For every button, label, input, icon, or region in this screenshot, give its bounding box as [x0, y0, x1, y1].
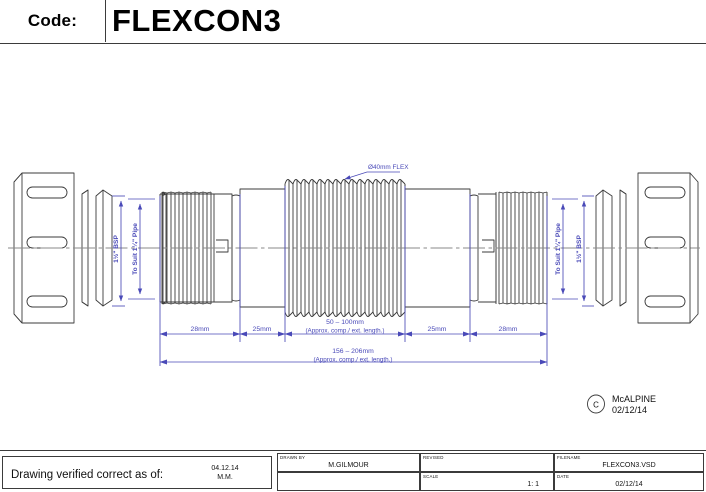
- date-label: DATE: [557, 474, 570, 479]
- dimension-overall: 156 – 206mm: [332, 348, 374, 355]
- dimension-overall-note: (Approx. comp./ ext. length.): [313, 357, 392, 364]
- verified-initials: M.M.: [217, 474, 233, 481]
- label-right-pipe: To Suit 1¼" Pipe: [554, 223, 562, 275]
- date-cell: DATE 02/12/14: [554, 472, 704, 491]
- dimension-annotations: [112, 171, 594, 366]
- dimension-left-nut: 28mm: [191, 326, 210, 333]
- technical-drawing-canvas: Ø40mm FLEX 28mm 25mm 50 – 100mm (Approx.…: [0, 44, 706, 448]
- verified-label: Drawing verified correct as of:: [11, 469, 164, 481]
- dimension-right-body: 25mm: [428, 326, 447, 333]
- title-block: Drawing verified correct as of: 04.12.14…: [0, 450, 706, 492]
- right-washer: [619, 189, 627, 307]
- verified-cell: Drawing verified correct as of: 04.12.14…: [2, 456, 272, 489]
- dimension-text: Ø40mm FLEX 28mm 25mm 50 – 100mm (Approx.…: [112, 164, 583, 364]
- copyright-date: 02/12/14: [612, 405, 647, 415]
- copyright-company: McALPINE: [612, 394, 656, 404]
- product-code: FLEXCON3: [112, 3, 282, 38]
- revised-cell: REVISED: [420, 453, 554, 472]
- left-washer: [81, 189, 89, 307]
- label-left-pipe: To Suit 1¼" Pipe: [131, 223, 139, 275]
- scale-cell: SCALE 1: 1: [420, 472, 554, 491]
- drawn-by-blank-cell: [277, 472, 420, 491]
- copyright-block: C McALPINE 02/12/14: [587, 394, 656, 415]
- filename-cell: FILENAME FLEXCON3.VSD: [554, 453, 704, 472]
- left-nut-body: [13, 172, 75, 324]
- revised-label: REVISED: [423, 455, 444, 460]
- copyright-mark: C: [593, 400, 599, 409]
- filename-value: FLEXCON3.VSD: [602, 462, 656, 469]
- verified-date-value: 04.12.14: [211, 465, 239, 472]
- dimension-bellows: 50 – 100mm: [326, 319, 364, 326]
- drawn-by-value: M.GILMOUR: [328, 462, 369, 469]
- code-label: Code:: [27, 11, 78, 30]
- dimension-left-body: 25mm: [253, 326, 272, 333]
- filename-label: FILENAME: [557, 455, 581, 460]
- date-value: 02/12/14: [615, 481, 643, 488]
- dimension-bellows-note: (Approx. comp./ ext. length.): [305, 328, 384, 335]
- verified-date: 04.12.14 M.M.: [185, 464, 265, 482]
- label-right-bsp: 1½" BSP: [575, 235, 583, 263]
- scale-label: SCALE: [423, 474, 439, 479]
- drawn-by-label: DRAWN BY: [280, 455, 306, 460]
- drawn-by-cell: DRAWN BY M.GILMOUR: [277, 453, 420, 472]
- header-divider: [105, 0, 106, 42]
- copyright-circle-icon: [587, 394, 605, 414]
- header-bar: Code: FLEXCON3: [0, 0, 706, 44]
- left-cone-seal: [95, 189, 113, 307]
- label-left-bsp: 1½" BSP: [112, 235, 120, 263]
- dimension-right-nut: 28mm: [499, 326, 518, 333]
- flex-callout-text: Ø40mm FLEX: [368, 164, 409, 171]
- scale-value: 1: 1: [527, 481, 539, 488]
